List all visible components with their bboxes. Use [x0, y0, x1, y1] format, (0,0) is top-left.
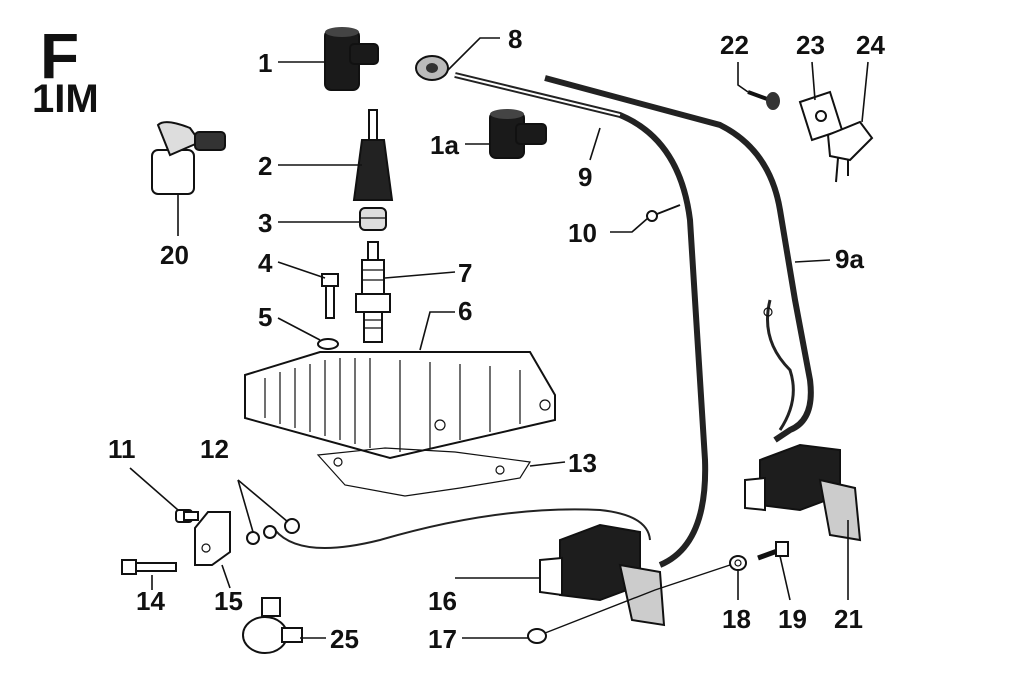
section-letter: F	[40, 20, 79, 92]
leader-4	[277, 261, 326, 279]
callout-3: 3	[258, 208, 272, 238]
callout-25: 25	[330, 624, 359, 654]
part-2-terminal-boot	[352, 109, 394, 201]
callout-1a: 1a	[430, 130, 459, 160]
part-11-screw	[175, 509, 199, 523]
callout-9a: 9a	[835, 244, 864, 274]
callout-24: 24	[856, 30, 885, 60]
callout-20: 20	[160, 240, 189, 270]
part-8-cable-grommet	[415, 55, 449, 81]
callout-2: 2	[258, 151, 272, 181]
part-1a-plug-cap	[489, 109, 547, 159]
wire-17	[539, 564, 731, 636]
part-17-nut	[527, 628, 547, 644]
callout-5: 5	[258, 302, 272, 332]
leader-13	[529, 461, 566, 467]
part-22-screw	[747, 90, 780, 110]
callout-4: 4	[258, 248, 273, 278]
part-21-ignition-coil	[744, 299, 862, 542]
callout-19: 19	[778, 604, 807, 634]
part-19-screw	[757, 541, 789, 561]
callout-10: 10	[568, 218, 597, 248]
part-4-bolt	[321, 273, 339, 319]
part-15-bracket	[194, 511, 231, 566]
leader-8	[447, 37, 500, 71]
leader-7	[384, 271, 456, 279]
leader-19	[779, 555, 791, 601]
part-7-spark-plug	[355, 241, 391, 343]
leader-22	[737, 62, 749, 93]
leader-24	[861, 61, 869, 123]
callout-22: 22	[720, 30, 749, 60]
leader-12a	[237, 479, 254, 533]
leader-15	[221, 564, 231, 589]
callout-15: 15	[214, 586, 243, 616]
part-3-grommet	[359, 207, 387, 231]
leader-12b	[237, 479, 289, 523]
callout-9: 9	[578, 162, 592, 192]
callout-12: 12	[200, 434, 229, 464]
part-13-gasket	[316, 447, 532, 497]
ground-wire	[274, 508, 651, 549]
callout-16: 16	[428, 586, 457, 616]
leader-23	[811, 61, 816, 101]
part-6-finned-head	[244, 351, 556, 460]
callout-21: 21	[834, 604, 863, 634]
part-1-plug-cap	[324, 27, 379, 91]
callout-6: 6	[458, 296, 472, 326]
callout-1: 1	[258, 48, 272, 78]
leader-9	[589, 127, 601, 161]
leader-6	[419, 311, 455, 351]
part-5-washer	[317, 338, 339, 350]
cable-9a	[544, 75, 814, 443]
part-18-washer	[729, 555, 747, 571]
callout-7: 7	[458, 258, 472, 288]
leader-10	[610, 217, 649, 233]
part-14-bolt	[121, 559, 177, 575]
callout-13: 13	[568, 448, 597, 478]
callout-8: 8	[508, 24, 522, 54]
cable-9	[454, 72, 709, 568]
leader-11	[129, 467, 179, 511]
part-25-connector	[242, 597, 303, 654]
callout-11: 11	[108, 434, 136, 464]
part-24-terminal-block	[826, 120, 874, 183]
model-code: 1IM	[32, 77, 99, 121]
callout-23: 23	[796, 30, 825, 60]
leader-5	[277, 317, 321, 341]
leader-9a	[794, 259, 831, 263]
callout-14: 14	[136, 586, 165, 616]
part-20-angled-cap	[151, 121, 226, 195]
part-10-wire-clip	[646, 204, 681, 222]
callout-17: 17	[428, 624, 457, 654]
part-12-nuts	[246, 518, 300, 545]
callout-18: 18	[722, 604, 751, 634]
